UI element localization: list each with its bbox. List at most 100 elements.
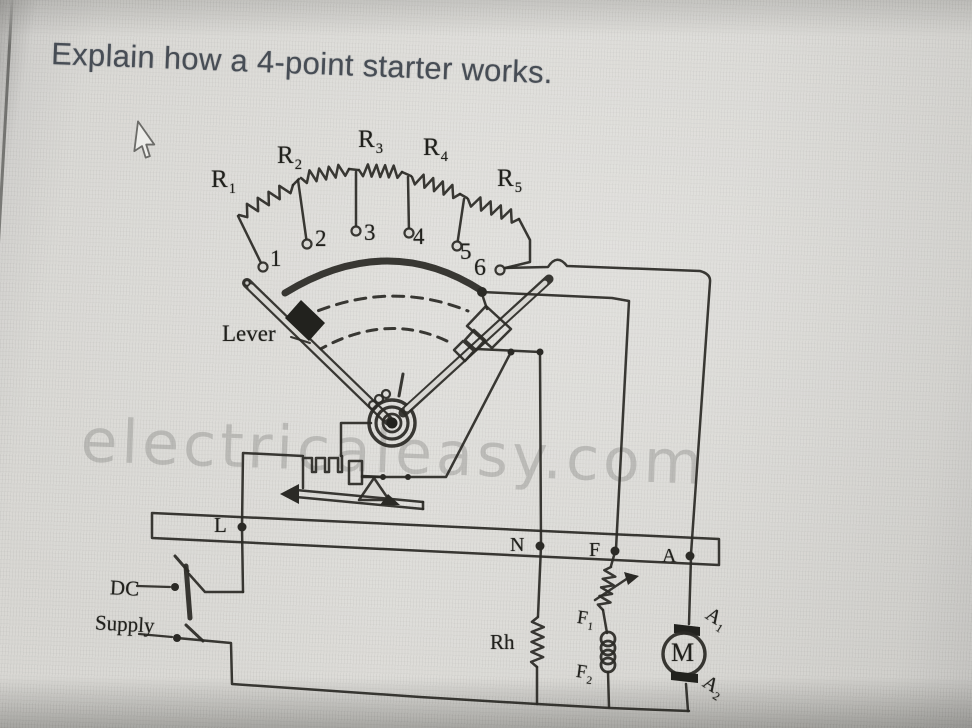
dc-label-leader [135, 584, 172, 589]
resistor-r3 [357, 163, 404, 180]
pivot-spring-coil-1 [367, 399, 379, 411]
terminal-n-dot [535, 541, 545, 551]
rheostat-rh [529, 615, 546, 669]
field-coil-loop-3 [599, 648, 617, 666]
field-coil-loop-1 [599, 630, 617, 648]
lever-tip-pin [243, 279, 251, 287]
switch-blade-tip [173, 554, 190, 573]
dc-supply-label-line1: DC [109, 575, 140, 601]
terminal-a-dot [685, 551, 695, 561]
terminal-label-l: L [214, 513, 227, 537]
stud-6 [494, 264, 506, 276]
mouse-cursor-icon [133, 120, 156, 159]
chain-to-stud6-wire [503, 217, 532, 270]
stud-4 [403, 227, 415, 239]
stud-2 [301, 238, 313, 250]
keeper-arm-hollow [404, 280, 548, 412]
brass-arc [281, 257, 486, 297]
trip-wire-dot-2 [405, 474, 411, 480]
stud-label-4: 4 [413, 224, 425, 249]
field-rheostat-arrow [593, 576, 630, 602]
lever-travel-arc-outer [299, 294, 470, 320]
terminal-label-n: N [510, 534, 525, 556]
arc-to-f-terminal-wire [480, 290, 631, 551]
magnet-to-n-terminal-wire [538, 350, 543, 548]
stud-1 [257, 261, 269, 273]
field-to-bus-wire [606, 670, 611, 709]
field-rheostat-zigzag [596, 565, 617, 612]
dc-supply-label-line2: Supply [94, 610, 156, 638]
lever-label: Lever [222, 321, 276, 346]
field-coil-lead-in [601, 608, 609, 635]
stud2-stub-wire [296, 178, 309, 246]
motor-label: M [671, 638, 695, 667]
chain-link-4 [458, 192, 469, 200]
terminal-label-a: A [662, 545, 677, 567]
stud-label-5: 5 [460, 239, 472, 264]
supply-positive-terminal [171, 583, 179, 591]
motor-to-bus-wire [684, 682, 690, 713]
holding-magnet-coil-b [452, 339, 476, 363]
pivot-mid-ring [374, 405, 410, 441]
pivot-anchor-stub [397, 372, 405, 398]
pivot-spring-coil-2 [373, 393, 385, 405]
terminal-bar [150, 511, 721, 567]
chain-link-3 [400, 170, 413, 178]
olr-coil [301, 454, 344, 490]
switch-blade [183, 563, 193, 621]
field-rheostat-arrowhead [624, 572, 639, 585]
rheostat-label: Rh [490, 630, 515, 654]
stud4-stub-wire [406, 175, 411, 235]
field-coil-loop-2 [599, 639, 617, 657]
stud-3 [350, 225, 362, 237]
stud-label-2: 2 [315, 226, 327, 251]
a-terminal-drop-wire [687, 555, 693, 626]
resistor-r1 [237, 183, 295, 219]
magnet-to-trip-wire [360, 350, 513, 479]
resistor-label-r1: R1 [211, 166, 236, 197]
stud-label-3: 3 [364, 220, 376, 245]
switch-upper-wire [187, 572, 245, 594]
trip-contact-triangle [357, 476, 391, 502]
stud5-stub-wire [455, 197, 466, 248]
field-label-f1: F1 [575, 606, 594, 633]
switch-lower-link [184, 623, 205, 643]
field-label-f2: F2 [574, 660, 593, 687]
stud-label-6: 6 [474, 255, 486, 281]
lever-handle-block [285, 300, 325, 341]
pivot-spring-coil-3 [380, 388, 392, 400]
resistor-r5 [466, 196, 521, 224]
lever-travel-arc-inner [315, 327, 451, 353]
resistor-label-r2: R2 [277, 142, 302, 173]
resistor-label-r3: R3 [358, 126, 383, 157]
terminal-f-dot [610, 546, 620, 556]
stud-5 [451, 240, 463, 252]
holding-magnet-core [465, 304, 513, 350]
pivot-center [386, 417, 398, 429]
bracket-to-trip-wire [360, 474, 386, 479]
stud1-stub-wire [236, 214, 265, 269]
terminal-l-dot [237, 522, 247, 532]
olr-armature-arrowhead [280, 484, 299, 504]
bottom-bus-wire [175, 636, 691, 713]
olr-contact-bracket [347, 459, 364, 486]
resistor-label-r4: R4 [423, 134, 448, 165]
stud-label-1: 1 [270, 246, 282, 271]
arc-to-magnet-link [480, 292, 489, 311]
supply-label-leader [137, 632, 174, 639]
terminal-label-f: F [589, 539, 601, 561]
l-terminal-riser-wire [240, 451, 305, 594]
resistor-label-r5: R5 [497, 165, 522, 196]
motor-brush-bottom [671, 671, 698, 683]
lever-arm-hollow [248, 284, 388, 420]
olr-to-pivot-wire [339, 421, 373, 458]
stud6-to-a-terminal-wire [503, 258, 712, 556]
resistor-r2 [299, 163, 351, 185]
resistor-r4 [410, 173, 462, 200]
lever-label-pointer [290, 336, 311, 344]
chain-link-2 [347, 167, 360, 172]
pivot-inner-ring [381, 412, 403, 434]
olr-armature-bar-bottom [294, 495, 425, 511]
